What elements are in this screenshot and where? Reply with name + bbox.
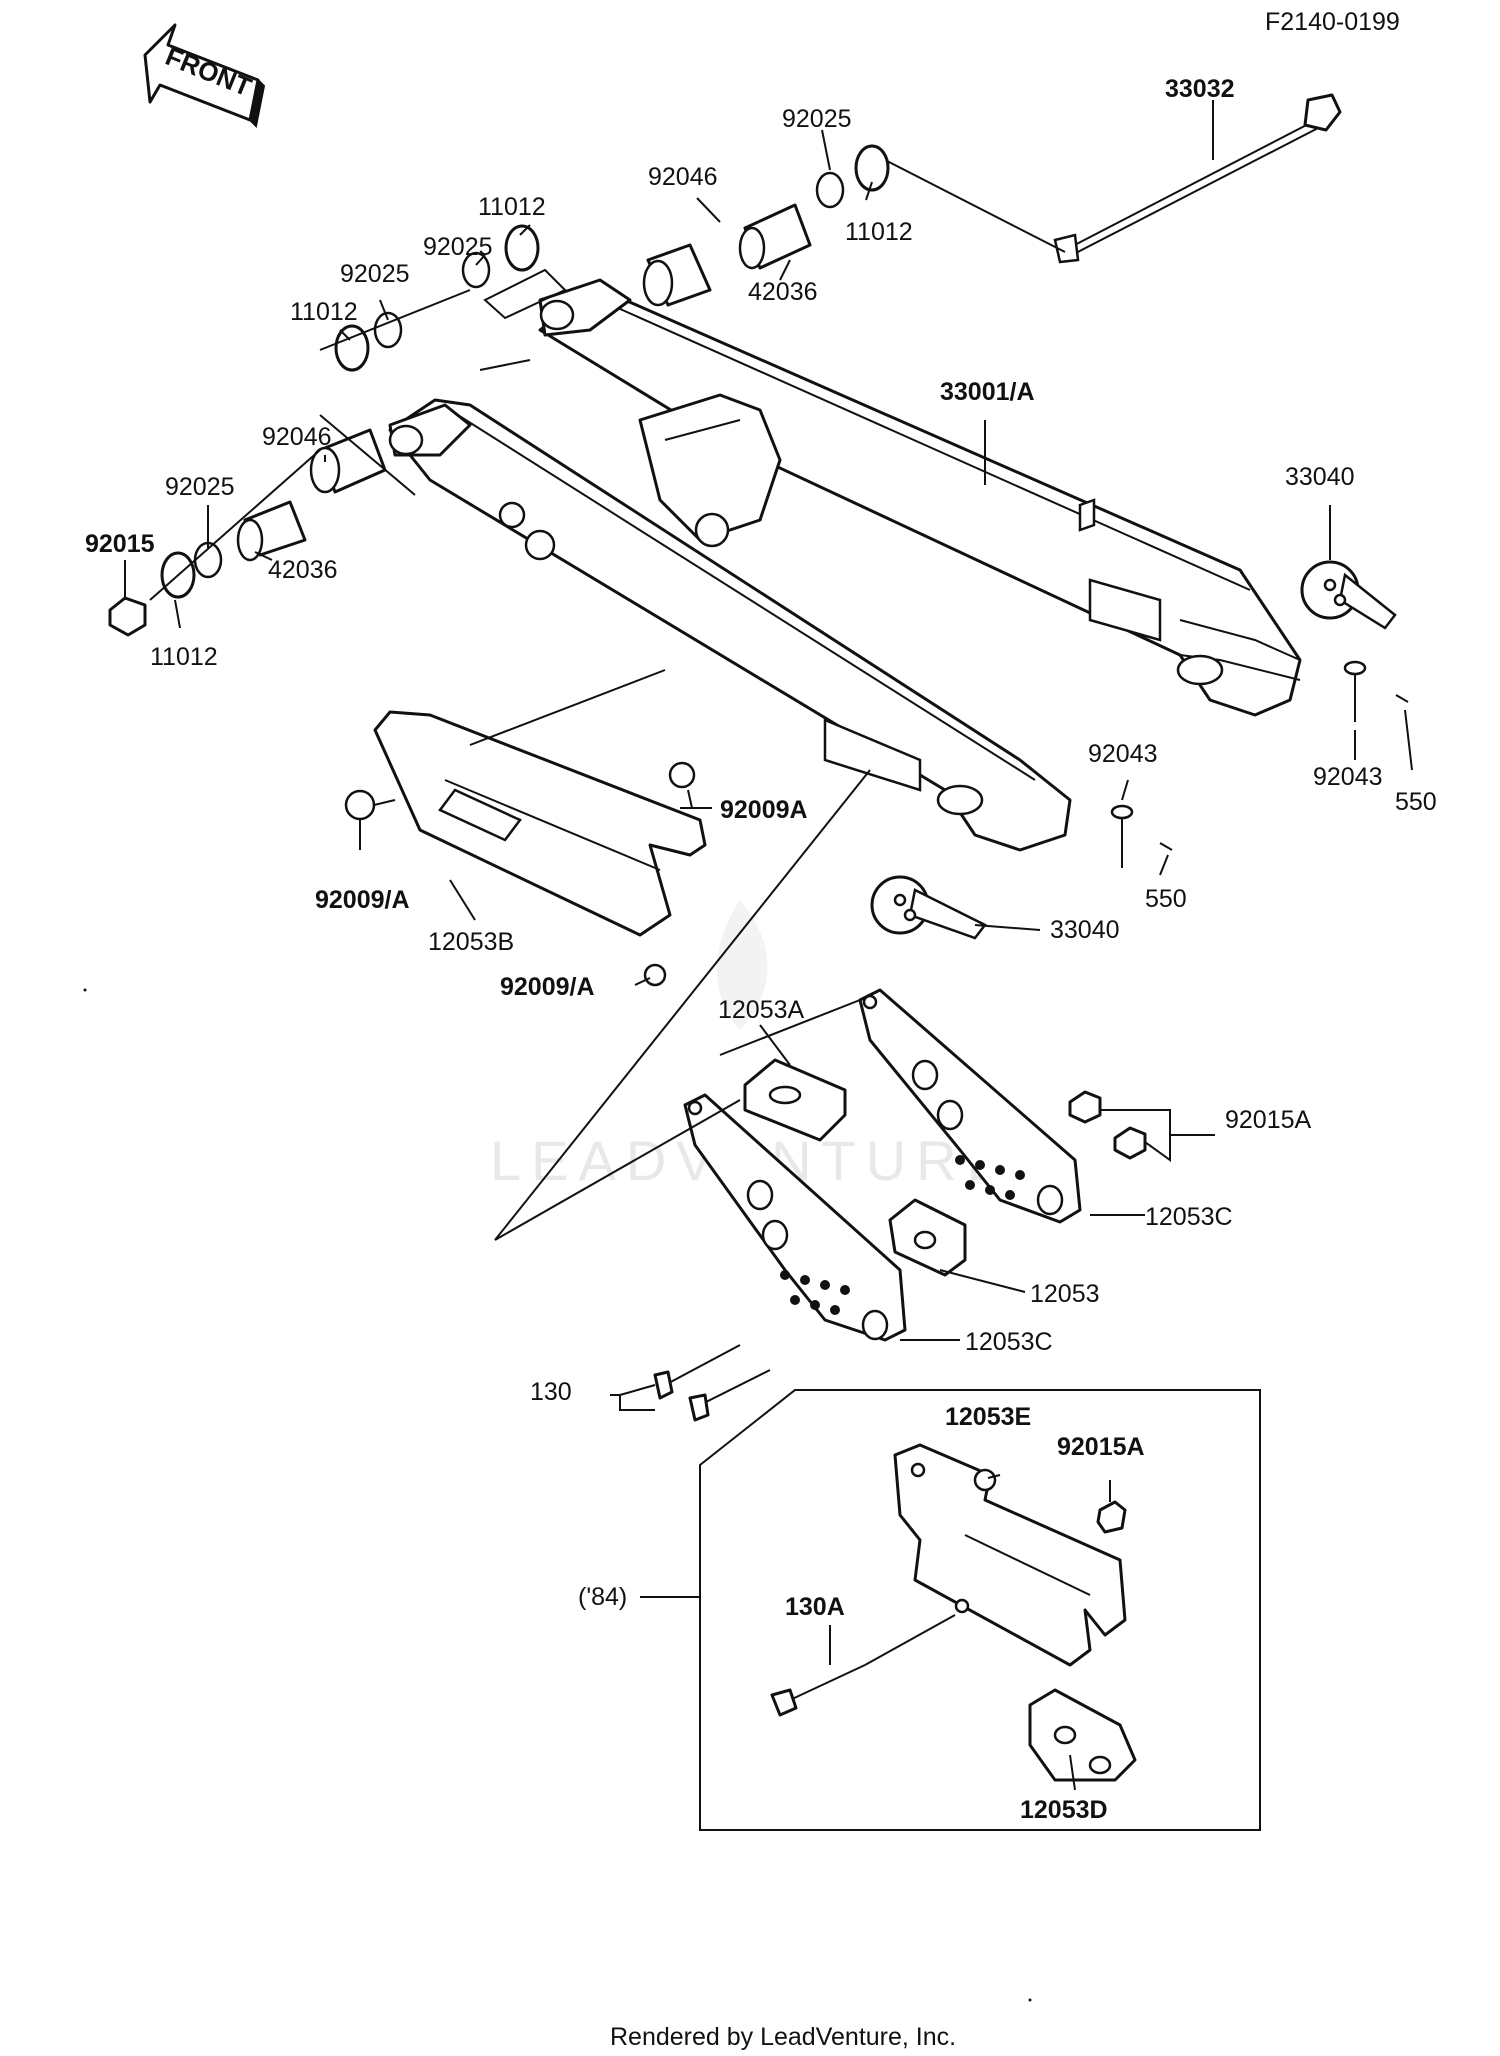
callout-33040-right: 33040 xyxy=(1285,463,1355,491)
callout-92043-right: 92043 xyxy=(1313,763,1383,791)
chain-adjuster-33040-right xyxy=(1300,560,1409,722)
callout-84: ('84) xyxy=(578,1583,627,1611)
callout-12053E: 12053E xyxy=(945,1403,1031,1431)
left-pivot-parts xyxy=(108,428,387,637)
swingarm-33001 xyxy=(388,278,1302,852)
upper-pivot-parts xyxy=(319,144,1066,372)
callout-11012-left: 11012 xyxy=(150,643,218,671)
callout-33032: 33032 xyxy=(1165,75,1235,103)
callout-12053D: 12053D xyxy=(1020,1796,1108,1824)
callout-92015A-bottom: 92015A xyxy=(1057,1433,1145,1461)
callout-33040-middle: 33040 xyxy=(1050,916,1120,944)
guide-plate-12053C-lower xyxy=(683,1093,907,1342)
callout-12053B: 12053B xyxy=(428,928,514,956)
callout-12053: 12053 xyxy=(1030,1280,1100,1308)
inset-84-box xyxy=(640,1389,1261,1831)
leader-lines xyxy=(124,100,1413,1341)
callout-12053C-upper: 12053C xyxy=(1145,1203,1233,1231)
callout-42036-left: 42036 xyxy=(268,556,338,584)
nuts-92015A xyxy=(1068,1090,1215,1162)
callout-92009A: 92009A xyxy=(720,796,808,824)
callout-92025-a: 92025 xyxy=(423,233,493,261)
callout-12053A: 12053A xyxy=(718,996,805,1024)
callout-92025-b: 92025 xyxy=(340,260,410,288)
guide-plate-12053C-upper xyxy=(858,988,1082,1224)
callout-92015: 92015 xyxy=(85,530,155,558)
chain-guide-12053B xyxy=(344,710,707,987)
callout-92046-left: 92046 xyxy=(262,423,332,451)
callout-92046-top: 92046 xyxy=(648,163,718,191)
diagram-code: F2140-0199 xyxy=(1265,8,1400,36)
stray-mark xyxy=(1028,1998,1032,2002)
callout-11012-top-right: 11012 xyxy=(845,218,913,246)
callout-33001A: 33001/A xyxy=(940,378,1035,406)
footer-credit: Rendered by LeadVenture, Inc. xyxy=(610,2023,956,2051)
callout-11012-a: 11012 xyxy=(478,193,546,221)
callout-130: 130 xyxy=(530,1378,572,1406)
pivot-shaft xyxy=(1053,93,1342,264)
callout-92009A-left: 92009/A xyxy=(315,886,410,914)
callout-92043-middle: 92043 xyxy=(1088,740,1158,768)
callout-92025-left: 92025 xyxy=(165,473,235,501)
callout-92009A-bottom: 92009/A xyxy=(500,973,595,1001)
callout-92025-top: 92025 xyxy=(782,105,852,133)
callout-92015A: 92015A xyxy=(1225,1106,1312,1134)
callout-42036-top: 42036 xyxy=(748,278,818,306)
callout-550-right: 550 xyxy=(1395,788,1437,816)
callout-550-middle: 550 xyxy=(1145,885,1187,913)
front-arrow-icon: FRONT xyxy=(143,23,266,129)
callout-11012-b: 11012 xyxy=(290,298,358,326)
chain-adjuster-33040-middle xyxy=(870,804,1173,940)
guide-block-12053A xyxy=(743,1058,847,1142)
bolts-130 xyxy=(610,1344,771,1422)
guide-block-12053 xyxy=(888,1198,967,1277)
callout-labels: 33032 92025 92046 11012 42036 11012 9202… xyxy=(85,75,1437,1824)
callout-12053C-lower: 12053C xyxy=(965,1328,1053,1356)
stray-mark xyxy=(83,988,87,992)
watermark-flame-icon xyxy=(716,900,768,1030)
callout-130A: 130A xyxy=(785,1593,845,1621)
